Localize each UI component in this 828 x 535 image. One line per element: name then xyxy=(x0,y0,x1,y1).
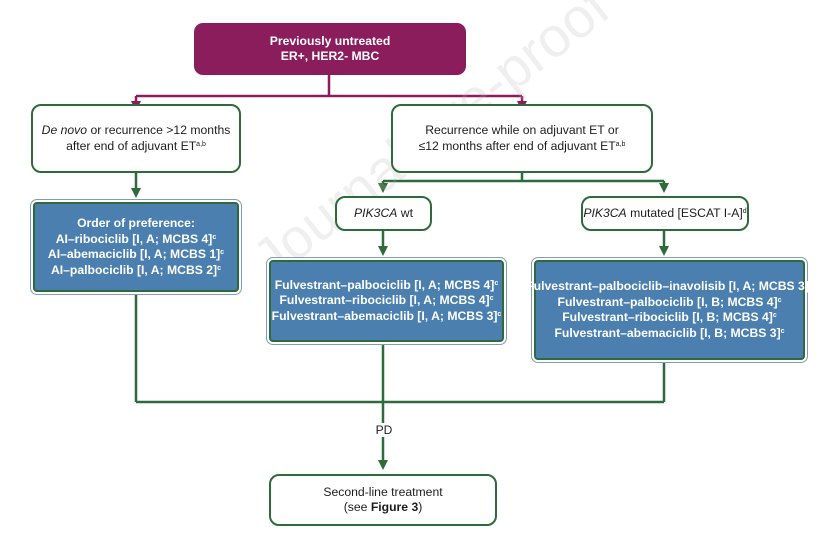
root-node: Previously untreated ER+, HER2- MBC xyxy=(194,23,466,75)
mut-option: Fulvestrant–palbociclib [I, B; MCBS 4]c xyxy=(557,294,782,309)
mut-option: Fulvestrant–palbociclib–inavolisib [I, A… xyxy=(526,279,813,293)
mut-option: Fulvestrant–ribociclib [I, B; MCBS 4]c xyxy=(562,310,777,324)
root-line-2: ER+, HER2- MBC xyxy=(280,49,380,63)
wt-options-node: Fulvestrant–palbociclib [I, A; MCBS 4]c … xyxy=(269,260,504,342)
second-line-title: Second-line treatment xyxy=(323,484,443,499)
wt-option: Fulvestrant–palbociclib [I, A; MCBS 4]c xyxy=(274,277,499,292)
wt-option: Fulvestrant–ribociclib [I, A; MCBS 4]c xyxy=(279,293,494,308)
pik3ca-mutated-node: PIK3CA mutated [ESCAT I-A]d xyxy=(581,196,749,231)
mut-option: Fulvestrant–abemaciclib [I, B; MCBS 3]c xyxy=(554,325,785,340)
recurrence-node: Recurrence while on adjuvant ET or ≤12 m… xyxy=(391,104,653,173)
wt-option: Fulvestrant–abemaciclib [I, A; MCBS 3]c xyxy=(271,308,502,323)
pik3ca-wt-gene: PIK3CA xyxy=(354,205,398,220)
second-line-reference: (see Figure 3) xyxy=(343,500,423,514)
denovo-line-1: De novo or recurrence >12 months xyxy=(42,123,231,139)
preference-item: AI–ribociclib [I, A; MCBS 4]c xyxy=(55,231,217,246)
preference-item: AI–abemaciclib [I, A; MCBS 1]c xyxy=(47,247,225,261)
recurrence-footnote: a,b xyxy=(615,140,626,148)
pik3ca-wt-node: PIK3CA wt xyxy=(335,196,432,231)
mutated-options-node: Fulvestrant–palbociclib–inavolisib [I, A… xyxy=(526,260,813,360)
second-line-node: Second-line treatment (see Figure 3) xyxy=(269,474,497,526)
denovo-node: De novo or recurrence >12 months after e… xyxy=(31,104,241,173)
recurrence-line-2: ≤12 months after end of adjuvant ETa,b xyxy=(418,138,626,153)
denovo-rest: or recurrence >12 months xyxy=(87,123,231,137)
pd-label: PD xyxy=(372,423,396,437)
pik3ca-mut-footnote: d xyxy=(742,207,747,215)
denovo-footnote: a,b xyxy=(196,140,206,148)
pik3ca-mut-status: mutated [ESCAT I-A] xyxy=(626,205,743,220)
preference-title: Order of preference: xyxy=(77,216,195,230)
preference-item: AI–palbociclib [I, A; MCBS 2]c xyxy=(50,262,222,277)
figure-3-link[interactable]: Figure 3 xyxy=(370,500,419,514)
pik3ca-mut-gene: PIK3CA xyxy=(583,205,627,220)
pik3ca-wt-status: wt xyxy=(397,205,413,220)
denovo-italic: De novo xyxy=(41,123,88,137)
denovo-line-2: after end of adjuvant ETa,b xyxy=(66,138,206,153)
recurrence-line-1: Recurrence while on adjuvant ET or xyxy=(425,123,619,137)
preference-node: Order of preference: AI–ribociclib [I, A… xyxy=(33,202,239,292)
root-line-1: Previously untreated xyxy=(269,33,391,48)
